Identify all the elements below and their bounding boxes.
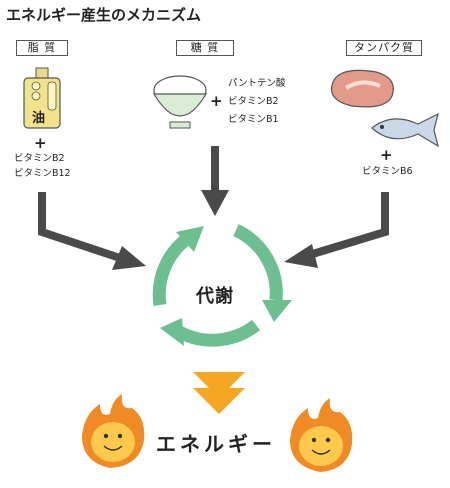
protein-vitamin-1: ビタミンB6 [362, 166, 413, 177]
down-arrow-2 [193, 388, 245, 414]
energy-label: エネルギー [156, 432, 276, 456]
cycle-arrowhead-2 [160, 318, 184, 346]
sugar-vitamin-3: ビタミンB1 [228, 114, 279, 125]
lipid-vitamin-2: ビタミンB12 [14, 168, 71, 179]
lipid-vitamin-1: ビタミンB2 [14, 153, 65, 164]
cycle-arrowhead-1 [262, 300, 292, 322]
flame-left-icon [82, 394, 145, 468]
lipid-arrowhead [112, 246, 146, 270]
protein-plus: + [380, 146, 393, 164]
fish-icon [371, 112, 439, 148]
lipid-arrow [38, 192, 122, 262]
sugar-label: 糖 質 [176, 40, 234, 56]
sugar-vitamin-2: ビタミンB2 [228, 96, 279, 107]
protein-arrow [304, 192, 389, 260]
lipid-plus: + [34, 134, 47, 152]
sugar-vitamin-1: パントテン酸 [228, 78, 286, 89]
lipid-label: 脂 質 [16, 40, 68, 56]
rice-bowl-icon [152, 75, 208, 129]
oil-label: 油 [32, 111, 46, 126]
cycle-arrowhead-3 [176, 226, 204, 252]
metabolism-label: 代謝 [196, 286, 234, 307]
metabolism-cycle [152, 224, 283, 347]
sugar-plus: + [210, 92, 223, 110]
meat-icon [330, 69, 394, 108]
down-arrow [193, 372, 245, 398]
protein-label: タンパク質 [346, 40, 422, 56]
oil-bottle-icon [23, 67, 61, 129]
diagram-title: エネルギー産生のメカニズム [6, 6, 202, 24]
flame-right-icon [290, 398, 353, 472]
sugar-arrowhead [201, 190, 229, 216]
protein-arrowhead [284, 244, 318, 268]
